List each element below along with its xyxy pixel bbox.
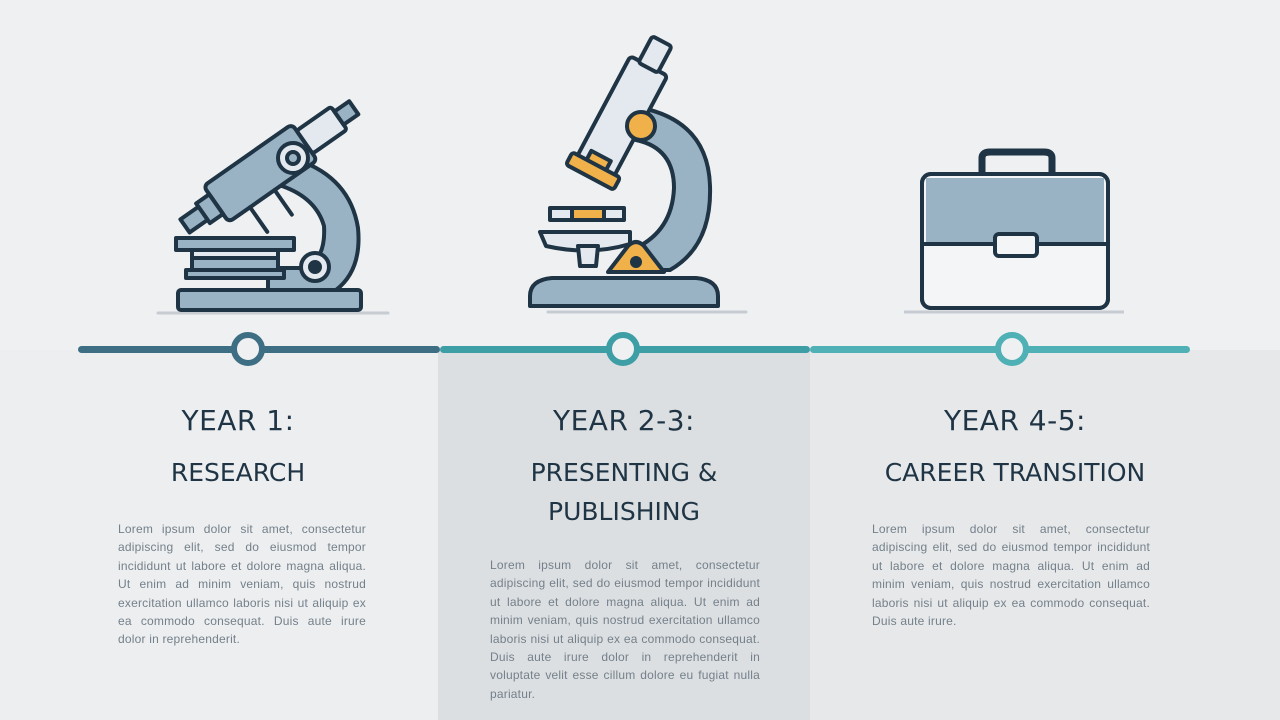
milestone-stage-title-line2: PUBLISHING [548, 497, 700, 526]
milestone-year-label: YEAR 2-3: [553, 404, 695, 437]
illustrations [156, 35, 1124, 315]
briefcase-icon [904, 148, 1124, 314]
milestone-stage-title: RESEARCH [170, 458, 306, 487]
microscope-icon [156, 99, 390, 315]
milestone-stage-title: CAREER TRANSITION [884, 458, 1146, 487]
timeline-node-year2-3 [606, 332, 640, 366]
panel-background-year1 [0, 350, 438, 720]
milestone-description: Lorem ipsum dolor sit amet, consectetur … [118, 522, 366, 647]
milestone-stage-title-line1: PRESENTING & [530, 458, 718, 487]
timeline-node-year1 [231, 332, 265, 366]
milestone-year-label: YEAR 1: [181, 404, 295, 437]
timeline-node-year4-5 [995, 332, 1029, 366]
panel-background-year4-5 [810, 350, 1280, 720]
microscope-icon [528, 35, 748, 314]
milestone-description: Lorem ipsum dolor sit amet, consectetur … [490, 558, 760, 701]
panel-background-year2-3 [438, 350, 810, 720]
milestone-year-label: YEAR 4-5: [944, 404, 1086, 437]
milestone-description: Lorem ipsum dolor sit amet, consectetur … [872, 522, 1150, 629]
